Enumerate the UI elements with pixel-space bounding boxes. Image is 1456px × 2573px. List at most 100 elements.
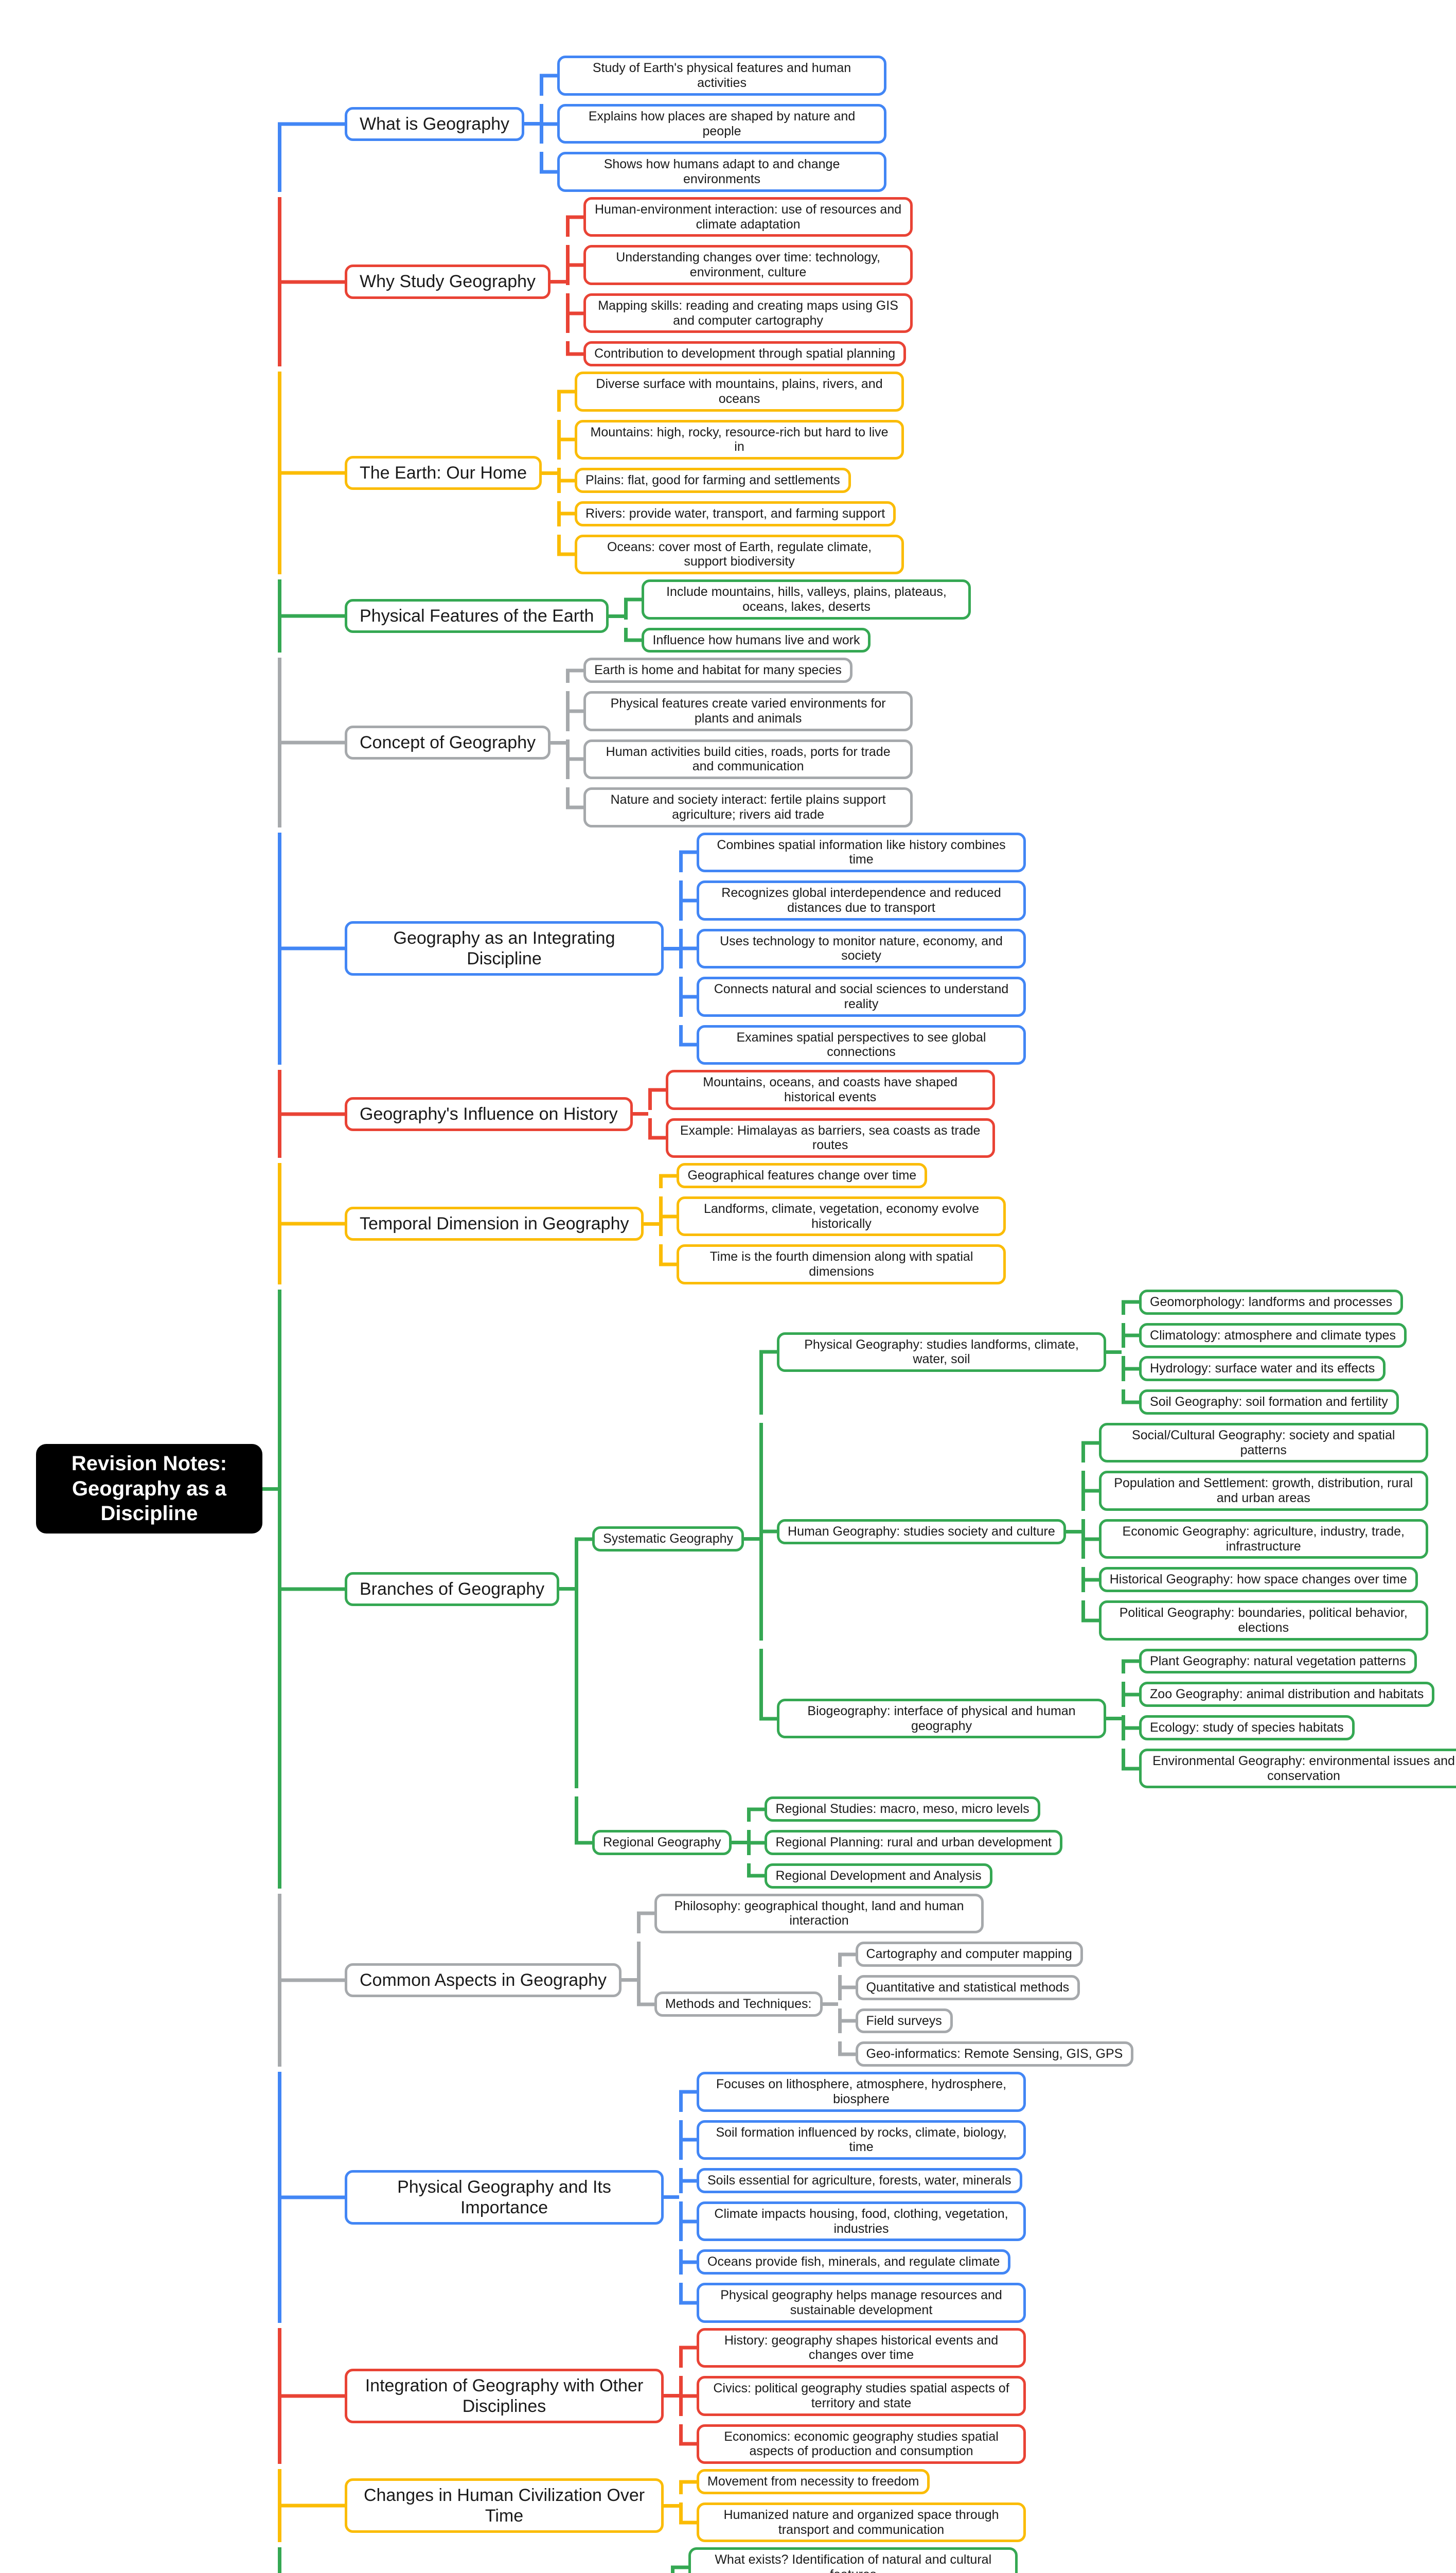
leaf-node: Shows how humans adapt to and change env… [557, 152, 887, 192]
leaf-node: Regional Development and Analysis [765, 1863, 992, 1889]
mindmap-subtree: Study of Earth's physical features and h… [540, 56, 887, 96]
leaf-node: Plains: flat, good for farming and settl… [575, 468, 851, 493]
mindmap-subtree: Civics: political geography studies spat… [679, 2376, 1026, 2416]
mindmap-subtree: Temporal Dimension in Geography Geographi… [278, 1163, 1456, 1284]
mindmap-subtree: Historical Geography: how space changes … [1081, 1567, 1428, 1593]
connector-line [822, 2002, 838, 2006]
connector-line [664, 2394, 679, 2398]
mindmap-subtree: Field surveys [838, 2008, 1134, 2034]
leaf-node: Time is the fourth dimension along with … [677, 1244, 1006, 1284]
leaf-node: Mountains: high, rocky, resource-rich bu… [575, 419, 904, 460]
leaf-node: Example: Himalayas as barriers, sea coas… [665, 1118, 995, 1158]
mindmap-subtree: Geographical features change over time [659, 1163, 1006, 1188]
connector-line [664, 946, 679, 950]
mindmap-subtree: Contribution to development through spat… [566, 341, 913, 367]
branch-node: Physical Geography and Its Importance [345, 2170, 664, 2225]
connector-line [632, 1112, 648, 1116]
connector-line [644, 1222, 660, 1226]
leaf-node: Landforms, climate, vegetation, economy … [677, 1196, 1006, 1237]
connector-line [559, 1587, 575, 1591]
branch-node: Biogeography: interface of physical and … [777, 1698, 1107, 1739]
leaf-node: Humanized nature and organized space thr… [697, 2502, 1026, 2543]
root-node: Revision Notes: Geography as a Disciplin… [36, 1443, 262, 1534]
leaf-node: Mountains, oceans, and coasts have shape… [665, 1070, 995, 1110]
branch-node: Branches of Geography [345, 1572, 560, 1606]
mindmap-subtree: Ecology: study of species habitats [1122, 1715, 1456, 1740]
leaf-node: Contribution to development through spat… [583, 341, 907, 367]
leaf-node: Mapping skills: reading and creating map… [583, 293, 913, 333]
branch-node: Why Study Geography [345, 265, 551, 299]
mindmap-subtree: Example: Himalayas as barriers, sea coas… [648, 1118, 995, 1158]
leaf-node: Zoo Geography: animal distribution and h… [1139, 1682, 1435, 1707]
leaf-node: Environmental Geography: environmental i… [1139, 1748, 1456, 1789]
mindmap-subtree: Mountains, oceans, and coasts have shape… [648, 1070, 995, 1110]
mindmap-subtree: Philosophy: geographical thought, land a… [637, 1893, 1133, 1934]
leaf-node: Physical geography helps manage resource… [697, 2283, 1026, 2323]
connector-line [732, 1841, 748, 1844]
mindmap-subtree: Methods and Techniques:Cartography and c… [637, 1942, 1134, 2067]
mindmap-subtree: Physical Geography and Its Importance Foc… [278, 2072, 1456, 2323]
leaf-node: Population and Settlement: growth, distr… [1098, 1471, 1428, 1511]
leaf-node: Hydrology: surface water and its effects [1139, 1356, 1386, 1382]
leaf-node: Philosophy: geographical thought, land a… [654, 1893, 984, 1934]
branch-node: Changes in Human Civilization Over Time [345, 2478, 664, 2533]
branch-node: Integration of Geography with Other Disc… [345, 2368, 664, 2423]
mindmap-subtree: Changes in Human Civilization Over Time M… [278, 2469, 1456, 2543]
mindmap-subtree: Cartography and computer mapping [838, 1942, 1134, 1967]
mindmap-subtree: Physical Geography: studies landforms, c… [759, 1289, 1456, 1415]
leaf-node: Regional Planning: rural and urban devel… [765, 1830, 1062, 1855]
mindmap-subtree: Earth is home and habitat for many speci… [566, 658, 913, 683]
mindmap-subtree: Influence how humans live and work [624, 627, 971, 653]
mindmap-subtree: Biogeography: interface of physical and … [759, 1648, 1456, 1789]
leaf-node: Connects natural and social sciences to … [697, 977, 1026, 1017]
leaf-node: Focuses on lithosphere, atmosphere, hydr… [697, 2072, 1026, 2112]
leaf-node: Political Geography: boundaries, politic… [1098, 1600, 1428, 1641]
connector-line [1106, 1717, 1122, 1720]
mindmap-subtree: Uses technology to monitor nature, econo… [679, 928, 1026, 969]
leaf-node: Soils essential for agriculture, forests… [697, 2168, 1022, 2193]
mindmap-subtree: Human Geography: studies society and cul… [759, 1422, 1456, 1641]
connector-line [262, 1487, 278, 1491]
leaf-node: Explains how places are shaped by nature… [557, 103, 887, 144]
leaf-node: Combines spatial information like histor… [697, 832, 1026, 873]
mindmap-subtree: Quantitative and statistical methods [838, 1975, 1134, 2000]
branch-node: Concept of Geography [345, 725, 551, 760]
mindmap-subtree: Nature and society interact: fertile pla… [566, 787, 913, 827]
mindmap-subtree: Regional Development and Analysis [747, 1863, 1062, 1889]
mindmap-subtree: Physical geography helps manage resource… [679, 2283, 1026, 2323]
mindmap-subtree: Hydrology: surface water and its effects [1122, 1356, 1407, 1382]
branch-node: Temporal Dimension in Geography [345, 1206, 644, 1241]
leaf-node: Include mountains, hills, valleys, plain… [642, 579, 971, 620]
mindmap-subtree: Soil formation influenced by rocks, clim… [679, 2120, 1026, 2160]
connector-line [542, 471, 558, 475]
connector-line [664, 2195, 679, 2199]
mindmap-subtree: Combines spatial information like histor… [679, 832, 1026, 873]
mindmap-subtree: Focuses on lithosphere, atmosphere, hydr… [679, 2072, 1026, 2112]
branch-node: Physical Features of the Earth [345, 599, 609, 633]
leaf-node: Economics: economic geography studies sp… [697, 2424, 1026, 2464]
branch-node: Geography's Influence on History [345, 1097, 633, 1131]
mindmap-subtree: Integration of Geography with Other Disc… [278, 2328, 1456, 2464]
branch-node: Systematic Geography [592, 1526, 744, 1552]
leaf-node: Quantitative and statistical methods [855, 1975, 1080, 2000]
leaf-node: Movement from necessity to freedom [697, 2469, 930, 2494]
leaf-node: Oceans: cover most of Earth, regulate cl… [575, 534, 904, 575]
connector-line [524, 122, 540, 126]
branch-node: What is Geography [345, 107, 525, 141]
leaf-node: Earth is home and habitat for many speci… [583, 658, 853, 683]
mindmap-subtree: Geo-informatics: Remote Sensing, GIS, GP… [838, 2041, 1134, 2067]
mindmap-subtree: Rivers: provide water, transport, and fa… [557, 501, 904, 526]
leaf-node: Oceans provide fish, minerals, and regul… [697, 2249, 1011, 2275]
leaf-node: Ecology: study of species habitats [1139, 1715, 1355, 1740]
leaf-node: Historical Geography: how space changes … [1098, 1567, 1418, 1593]
mindmap-subtree: Climatology: atmosphere and climate type… [1122, 1323, 1407, 1348]
mindmap-subtree: Political Geography: boundaries, politic… [1081, 1600, 1428, 1641]
mindmap-subtree: Geomorphology: landforms and processes [1122, 1289, 1407, 1315]
mindmap-subtree: What exists? Identification of natural a… [671, 2547, 1018, 2573]
leaf-node: Influence how humans live and work [642, 627, 871, 653]
mindmap-subtree: Oceans: cover most of Earth, regulate cl… [557, 534, 904, 575]
leaf-node: Cartography and computer mapping [855, 1942, 1083, 1967]
